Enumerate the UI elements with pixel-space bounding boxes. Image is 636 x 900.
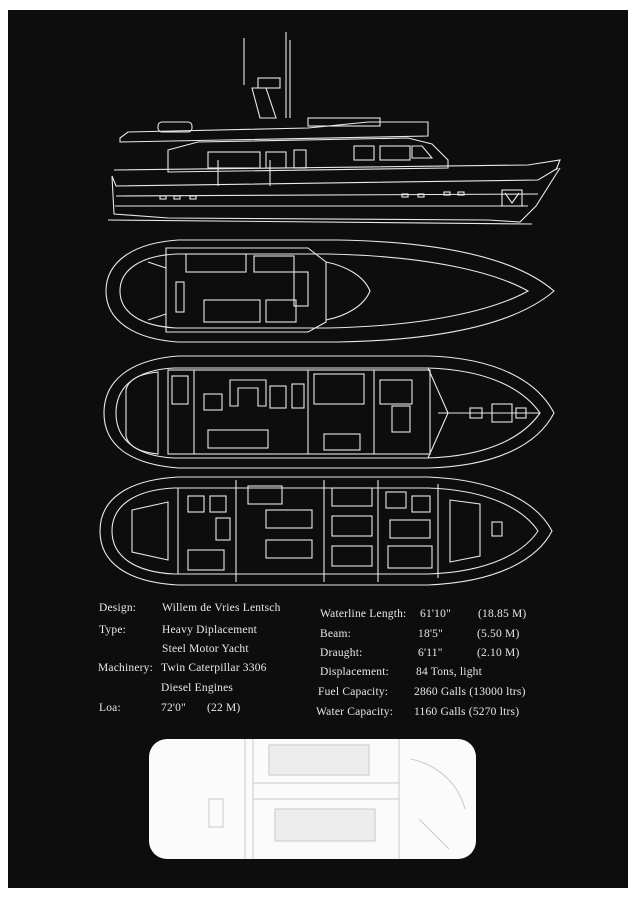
type-label: Type:: [99, 624, 127, 636]
displacement-value: 84 Tons, light: [416, 666, 482, 678]
fuel-capacity-label: Fuel Capacity:: [318, 686, 389, 698]
yacht-drawings: [99, 32, 561, 586]
flybridge-deck-plan: [105, 239, 555, 343]
profile-view: [107, 32, 561, 225]
beam-value: 18'5": [418, 628, 444, 640]
design-label: Design:: [99, 602, 137, 614]
waterline-length-value: 61'10": [420, 608, 451, 620]
draught-label: Draught:: [320, 647, 363, 659]
draught-metric: (2.10 M): [477, 647, 520, 659]
beam-label: Beam:: [320, 628, 352, 640]
brochure-page: Design: Willem de Vries Lentsch Type: He…: [8, 10, 628, 888]
machinery-value-line1: Twin Caterpillar 3306: [161, 662, 267, 674]
displacement-label: Displacement:: [320, 666, 390, 678]
fuel-capacity-value: 2860 Galls (13000 ltrs): [414, 686, 526, 698]
type-value-line2: Steel Motor Yacht: [162, 643, 249, 655]
water-capacity-value: 1160 Galls (5270 ltrs): [414, 706, 520, 718]
machinery-label: Machinery:: [98, 662, 154, 674]
loa-value: 72'0": [161, 702, 187, 714]
draught-value: 6'11": [418, 647, 443, 659]
beam-metric: (5.50 M): [477, 628, 520, 640]
waterline-length-label: Waterline Length:: [320, 608, 407, 620]
machinery-value-line2: Diesel Engines: [161, 682, 234, 694]
type-value-line1: Heavy Diplacement: [162, 624, 258, 636]
loa-label: Loa:: [99, 702, 121, 714]
design-value: Willem de Vries Lentsch: [162, 602, 281, 614]
main-deck-plan: [103, 355, 555, 469]
lower-deck-plan: [99, 476, 553, 586]
loa-metric: (22 M): [207, 702, 241, 714]
water-capacity-label: Water Capacity:: [316, 706, 394, 718]
faded-plan-detail: [208, 739, 466, 859]
waterline-length-metric: (18.85 M): [478, 608, 527, 620]
detail-photo-window: [149, 739, 476, 859]
